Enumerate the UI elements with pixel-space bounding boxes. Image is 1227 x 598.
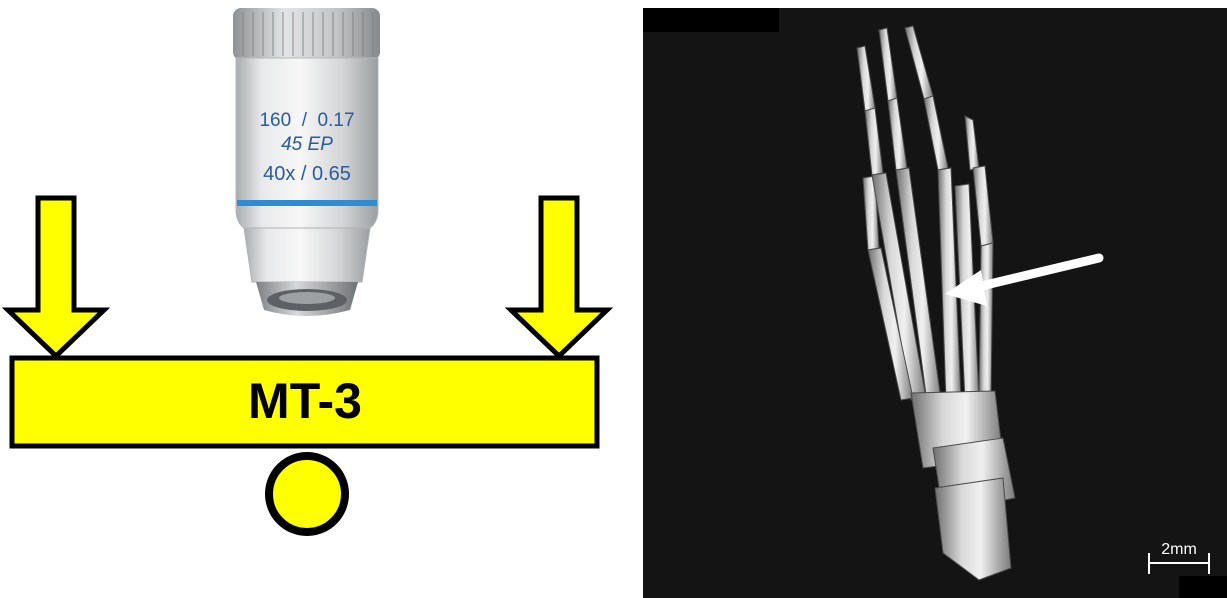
support-roller — [269, 456, 345, 532]
load-arrow-right — [511, 198, 607, 356]
corner-label-box — [643, 8, 779, 32]
objective-spec-line1: 160 / 0.17 — [259, 110, 354, 131]
scale-bar-label: 2mm — [1161, 541, 1197, 558]
load-arrow-left — [8, 198, 104, 356]
loading-schematic-svg: 160 / 0.17 45 EP 40x / 0.65 MT-3 — [0, 0, 620, 598]
micro-ct-image: 2mm — [643, 8, 1227, 598]
corner-box-bottom-right — [1179, 576, 1227, 598]
objective-spec-line2: 45 EP — [281, 134, 333, 155]
metatarsal-5 — [979, 243, 993, 398]
loading-schematic: 160 / 0.17 45 EP 40x / 0.65 MT-3 — [0, 0, 620, 598]
objective-blue-band — [237, 200, 377, 206]
micro-ct-svg: 2mm — [643, 8, 1227, 598]
objective-spec-line3: 40x / 0.65 — [263, 163, 351, 185]
beam-label: MT-3 — [248, 373, 362, 429]
objective-cap — [233, 8, 380, 60]
objective-lens: 160 / 0.17 45 EP 40x / 0.65 — [233, 8, 380, 316]
objective-lower — [244, 228, 370, 282]
